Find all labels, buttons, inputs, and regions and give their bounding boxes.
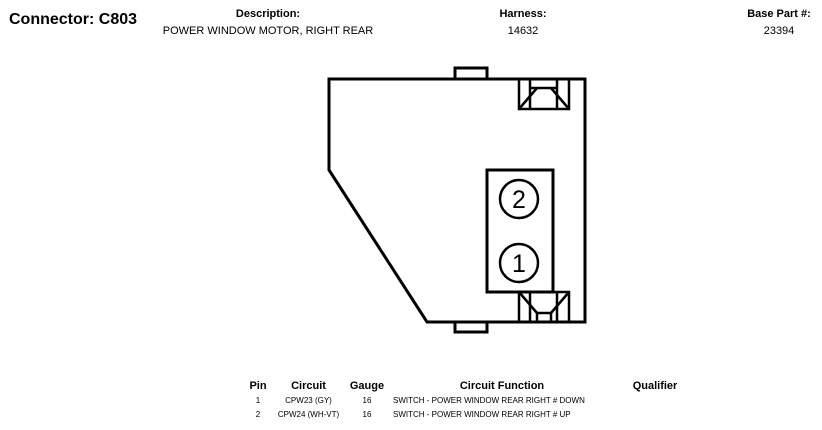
harness-block: Harness: 14632 — [463, 8, 583, 37]
base-part-label: Base Part #: — [747, 8, 811, 20]
description-block: Description: POWER WINDOW MOTOR, RIGHT R… — [148, 8, 388, 37]
row-gauge: 16 — [362, 395, 372, 405]
top-latch-tab — [453, 66, 489, 81]
pin-table: Pin Circuit Gauge Circuit Function Quali… — [244, 378, 695, 421]
col-gauge: Gauge — [349, 379, 385, 392]
table-row: 1 CPW23 (GY) 16 SWITCH - POWER WINDOW RE… — [244, 393, 695, 407]
row-gauge: 16 — [362, 409, 372, 419]
pin-table-header: Pin Circuit Gauge Circuit Function Quali… — [244, 378, 695, 393]
row-pin: 2 — [255, 409, 261, 419]
row-function: SWITCH - POWER WINDOW REAR RIGHT # DOWN — [393, 395, 585, 405]
pin-2: 2 — [498, 178, 540, 220]
harness-value: 14632 — [507, 25, 539, 37]
table-row: 2 CPW24 (WH-VT) 16 SWITCH - POWER WINDOW… — [244, 407, 695, 421]
row-circuit: CPW24 (WH-VT) — [277, 409, 340, 419]
col-qualifier: Qualifier — [632, 379, 678, 392]
top-lock-icon — [517, 77, 571, 111]
connector-body — [327, 77, 587, 324]
description-label: Description: — [235, 8, 301, 20]
description-value: POWER WINDOW MOTOR, RIGHT REAR — [162, 25, 374, 37]
row-qualifier — [615, 393, 695, 407]
col-pin: Pin — [249, 379, 267, 392]
row-circuit: CPW23 (GY) — [285, 395, 332, 405]
col-circuit: Circuit — [291, 379, 326, 392]
pin-1: 1 — [498, 242, 540, 284]
harness-label: Harness: — [499, 8, 547, 20]
base-part-block: Base Part #: 23394 — [719, 8, 822, 37]
col-function: Circuit Function — [459, 379, 545, 392]
row-pin: 1 — [255, 395, 261, 405]
connector-title: Connector: C803 — [9, 11, 138, 28]
row-function: SWITCH - POWER WINDOW REAR RIGHT # UP — [393, 409, 571, 419]
pin-2-label: 2 — [512, 186, 526, 214]
row-qualifier — [615, 407, 695, 421]
base-part-value: 23394 — [763, 25, 795, 37]
bottom-lock-icon — [517, 290, 571, 324]
pin-1-label: 1 — [512, 250, 526, 278]
